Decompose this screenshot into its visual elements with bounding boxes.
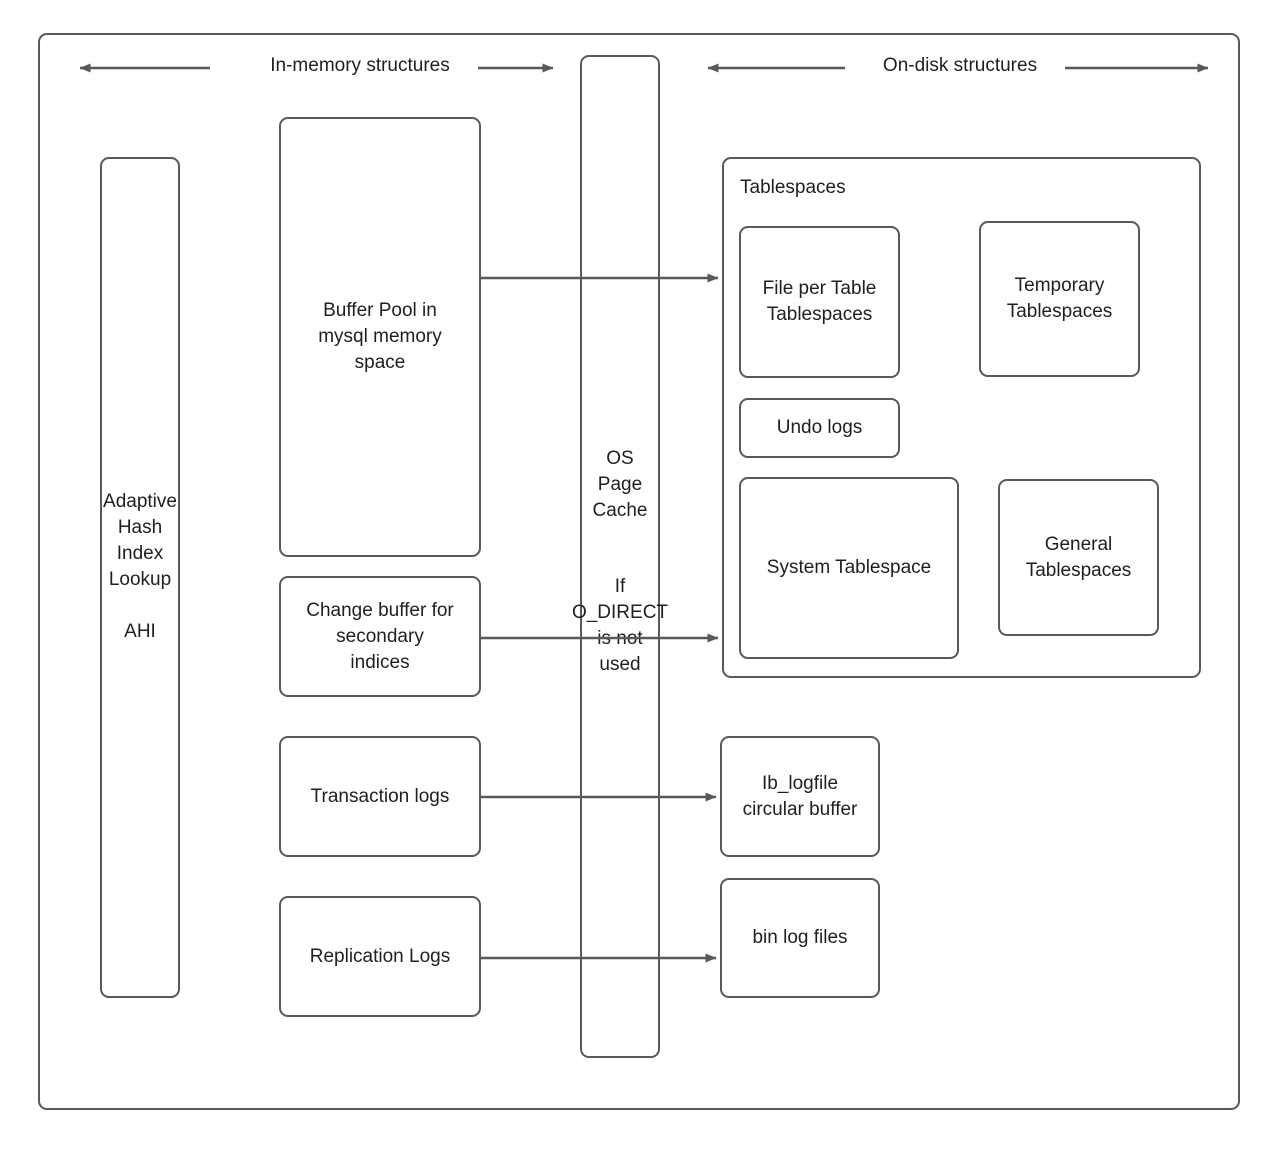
node-adaptive-hash-index[interactable]	[100, 157, 180, 998]
group-tablespaces-label: Tablespaces	[740, 177, 846, 198]
group-tablespaces[interactable]	[722, 157, 1201, 678]
node-replication-logs[interactable]	[279, 896, 481, 1017]
band-label-in-memory: In-memory structures	[270, 55, 450, 76]
node-ib-logfile[interactable]	[720, 736, 880, 857]
node-undo-logs[interactable]	[739, 398, 900, 458]
node-general-tablespaces[interactable]	[998, 479, 1159, 636]
node-buffer-pool[interactable]	[279, 117, 481, 557]
node-temporary-tablespaces[interactable]	[979, 221, 1140, 377]
node-os-page-cache[interactable]	[580, 55, 660, 1058]
node-change-buffer[interactable]	[279, 576, 481, 697]
node-transaction-logs[interactable]	[279, 736, 481, 857]
node-system-tablespace[interactable]	[739, 477, 959, 659]
node-bin-log-files[interactable]	[720, 878, 880, 998]
node-file-per-table-tablespaces[interactable]	[739, 226, 900, 378]
band-label-on-disk: On-disk structures	[882, 55, 1038, 76]
outer-frame	[38, 33, 1240, 1110]
